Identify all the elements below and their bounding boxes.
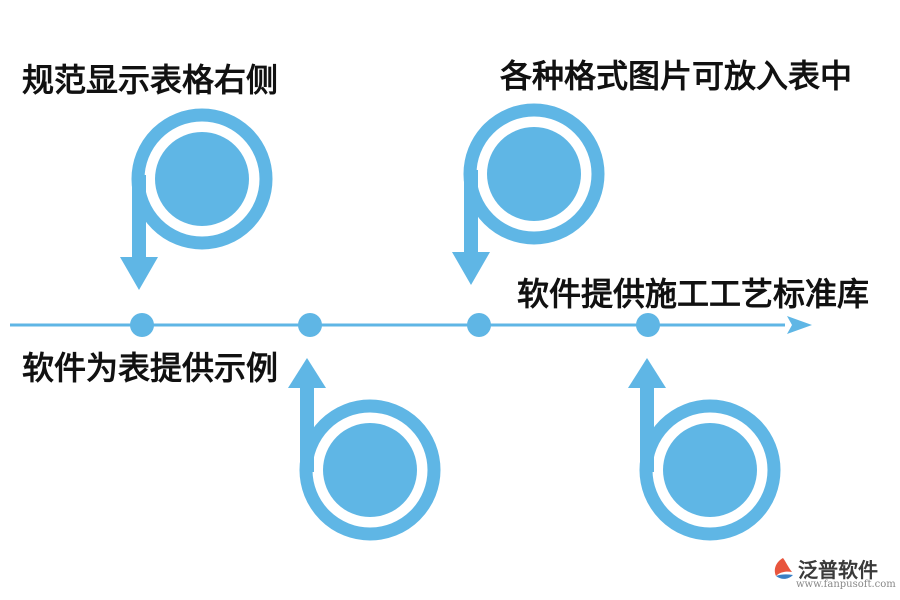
- p-arrow-icon: [452, 103, 605, 285]
- p-arrow-icon: [120, 108, 273, 290]
- timeline-node-1: [130, 313, 154, 337]
- b-arrow-icon: [288, 358, 441, 541]
- step-label-table-right: 规范显示表格右侧: [22, 61, 279, 99]
- brand-url: www.fanpusoft.com: [796, 579, 896, 590]
- brand-name: 泛普软件: [798, 558, 878, 582]
- step-label-images-in-table: 各种格式图片可放入表中: [500, 57, 853, 95]
- step-label-table-example: 软件为表提供示例: [22, 349, 279, 387]
- timeline-arrowhead: [787, 316, 812, 334]
- timeline-node-2: [298, 313, 322, 337]
- timeline-node-3: [467, 313, 491, 337]
- b-arrow-icon: [628, 358, 781, 541]
- step-label-process-library: 软件提供施工工艺标准库: [517, 275, 870, 313]
- fanpu-logo-icon: [774, 558, 793, 579]
- timeline-node-4: [636, 313, 660, 337]
- brand-watermark: 泛普软件 www.fanpusoft.com: [770, 554, 898, 594]
